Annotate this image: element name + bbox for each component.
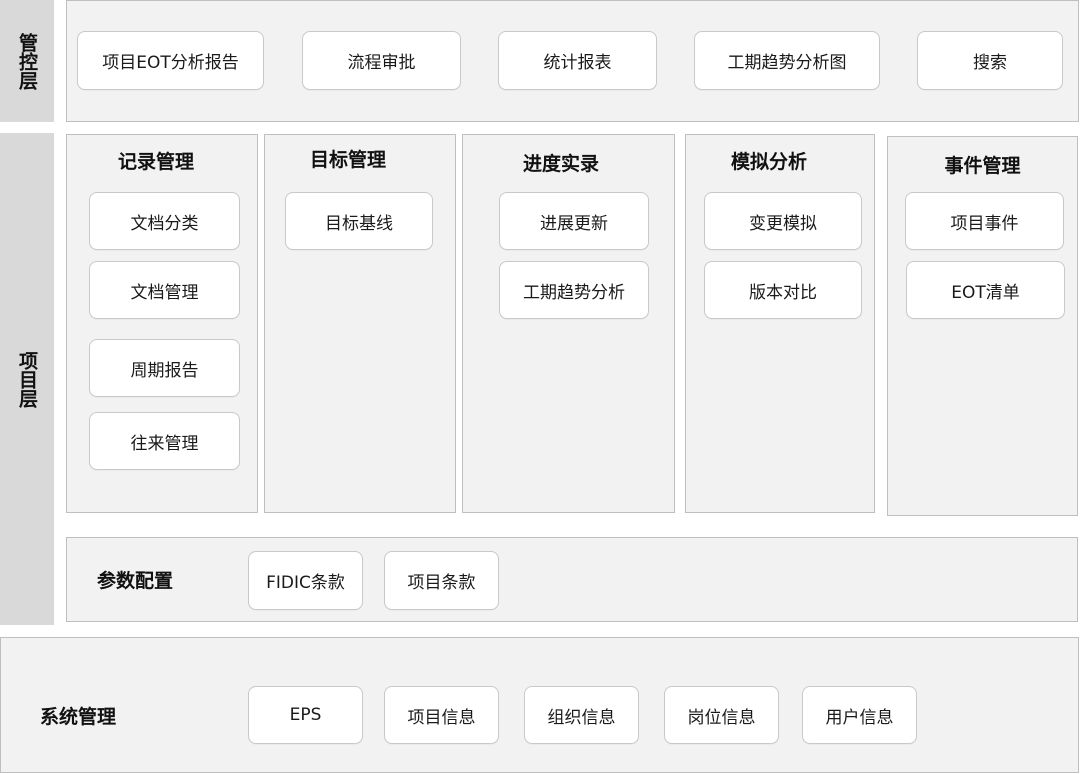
module-target-management-title: 目标管理	[309, 148, 386, 171]
correspondence-management-button[interactable]: 往来管理	[89, 412, 240, 470]
workflow-approval-button[interactable]: 流程审批	[302, 31, 461, 90]
module-event-management-title: 事件管理	[944, 154, 1021, 177]
module-record-management-title: 记录管理	[117, 150, 194, 173]
module-progress-record-title: 进度实录	[522, 152, 599, 175]
doc-category-button[interactable]: 文档分类	[89, 192, 240, 250]
system-management-title: 系统管理	[40, 705, 117, 728]
eot-report-button[interactable]: 项目EOT分析报告	[77, 31, 264, 90]
fidic-clause-button[interactable]: FIDIC条款	[248, 551, 363, 610]
search-button[interactable]: 搜索	[917, 31, 1063, 90]
organization-info-button[interactable]: 组织信息	[524, 686, 639, 744]
project-layer-label: 项目层	[16, 350, 38, 408]
module-simulation-analysis-title: 模拟分析	[730, 150, 807, 173]
target-baseline-button[interactable]: 目标基线	[285, 192, 433, 250]
parameter-config-title: 参数配置	[97, 569, 174, 592]
module-simulation-analysis	[685, 134, 875, 513]
module-target-management	[264, 134, 456, 513]
schedule-trend-analysis-button[interactable]: 工期趋势分析	[499, 261, 649, 319]
progress-update-button[interactable]: 进展更新	[499, 192, 649, 250]
doc-management-button[interactable]: 文档管理	[89, 261, 240, 319]
project-info-button[interactable]: 项目信息	[384, 686, 499, 744]
periodic-report-button[interactable]: 周期报告	[89, 339, 240, 397]
version-compare-button[interactable]: 版本对比	[704, 261, 862, 319]
statistics-report-button[interactable]: 统计报表	[498, 31, 657, 90]
control-layer-label-strip: 管控层	[0, 0, 54, 122]
project-event-button[interactable]: 项目事件	[905, 192, 1064, 250]
project-clause-button[interactable]: 项目条款	[384, 551, 499, 610]
schedule-trend-chart-button[interactable]: 工期趋势分析图	[694, 31, 880, 90]
position-info-button[interactable]: 岗位信息	[664, 686, 779, 744]
module-progress-record	[462, 134, 675, 513]
project-layer-label-strip: 项目层	[0, 133, 54, 625]
eot-list-button[interactable]: EOT清单	[906, 261, 1065, 319]
control-layer-label: 管控层	[16, 32, 38, 90]
change-simulation-button[interactable]: 变更模拟	[704, 192, 862, 250]
eps-button[interactable]: EPS	[248, 686, 363, 744]
user-info-button[interactable]: 用户信息	[802, 686, 917, 744]
parameter-config-panel	[66, 537, 1078, 622]
